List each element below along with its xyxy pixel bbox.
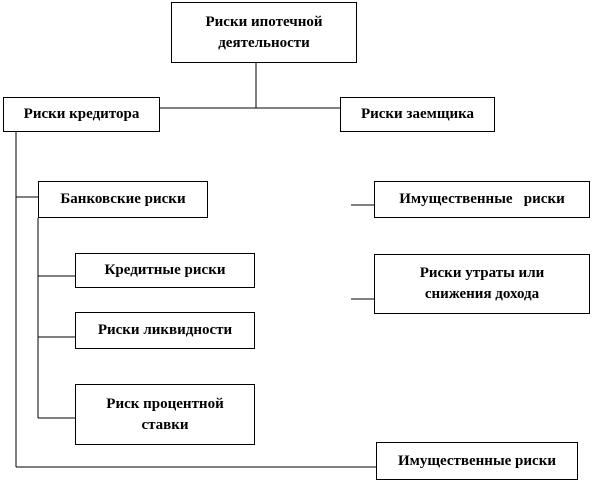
root-node: Риски ипотечной деятельности xyxy=(171,2,357,63)
credit-risks-node: Кредитные риски xyxy=(75,253,255,288)
property-risks-node: Имущественные риски xyxy=(374,181,590,218)
borrower-risks-node: Риски заемщика xyxy=(340,97,495,132)
creditor-risks-node: Риски кредитора xyxy=(3,97,160,132)
liquidity-risks-node: Риски ликвидности xyxy=(75,312,255,349)
property-risks-bottom-node: Имущественные риски xyxy=(376,442,578,480)
banking-risks-node: Банковские риски xyxy=(38,181,208,218)
interest-rate-risk-node: Риск процентной ставки xyxy=(75,384,255,445)
income-loss-risks-node: Риски утраты или снижения дохода xyxy=(374,254,590,314)
